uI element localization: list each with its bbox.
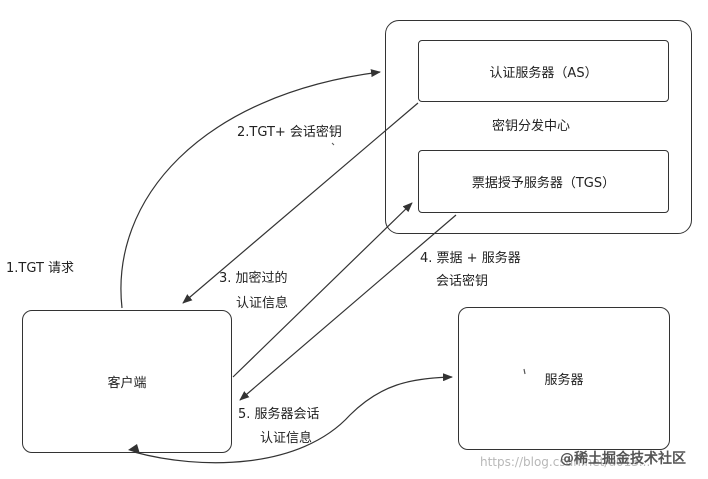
step3-label-line1: 3. 加密过的 <box>219 271 288 286</box>
service-server-label: 服务器 <box>544 373 584 388</box>
as-server-label: 认证服务器（AS） <box>489 65 598 81</box>
step5-label-line1: 5. 服务器会话 <box>238 407 320 422</box>
watermark-url: https://blog.csdn.net/u013... <box>480 455 651 469</box>
step5-label-line2: 认证信息 <box>260 431 313 446</box>
tgs-server-box: 票据授予服务器（TGS） <box>418 150 669 213</box>
arrow-step5-start-head <box>128 444 140 454</box>
step4-label-line1: 4. 票据 + 服务器 <box>420 251 521 266</box>
arrow-step5-server-session <box>133 373 453 464</box>
kdc-title: 密钥分发中心 <box>492 119 571 134</box>
arrow-step1-tgt-request <box>120 69 381 309</box>
tgs-server-label: 票据授予服务器（TGS） <box>471 176 616 191</box>
arrow-step3-encrypted-auth <box>232 202 413 378</box>
stray-mark <box>331 142 335 146</box>
arrow-step2-tgt-session-key <box>182 102 419 304</box>
arrow-step4-ticket <box>239 214 457 401</box>
client-box: 客户端 <box>22 310 232 453</box>
step3-label-line2: 认证信息 <box>236 296 289 311</box>
step1-label: 1.TGT 请求 <box>6 261 75 276</box>
as-server-box: 认证服务器（AS） <box>418 40 669 102</box>
client-label: 客户端 <box>107 376 147 391</box>
service-server-box: 服务器 <box>458 307 670 450</box>
step2-label: 2.TGT+ 会话密钥 <box>237 125 342 140</box>
step4-label-line2: 会话密钥 <box>436 274 489 289</box>
stray-mark <box>523 368 526 375</box>
watermark-brand: @稀土掘金技术社区 <box>560 451 686 467</box>
